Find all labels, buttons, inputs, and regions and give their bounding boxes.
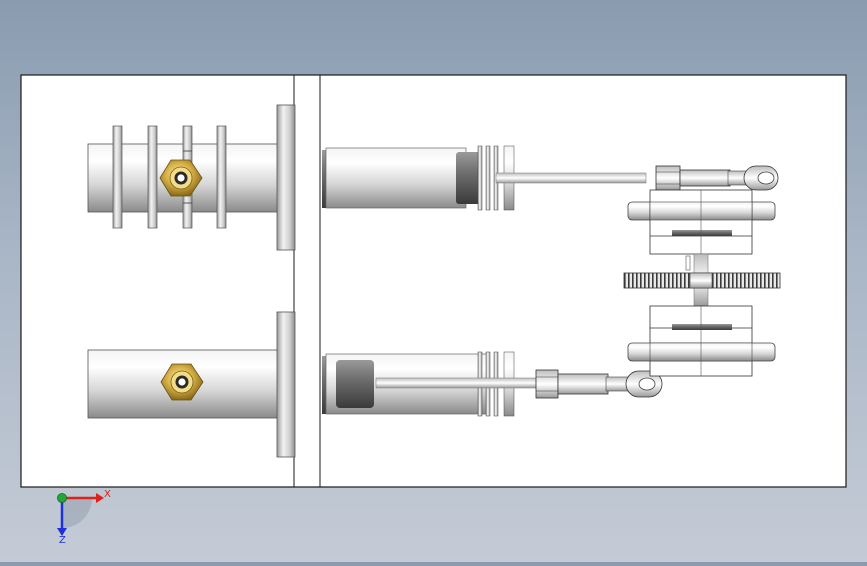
- upper-rod-end-eye-icon: [743, 165, 779, 191]
- lower-actuator[interactable]: [322, 351, 663, 417]
- upper-actuator-end-cap: [322, 150, 328, 208]
- lower-cylinder-flange: [276, 311, 296, 458]
- lower-actuator-piston: [336, 360, 374, 408]
- lower-piston-rod: [375, 377, 537, 389]
- lower-plain-cylinder[interactable]: [87, 311, 296, 458]
- spur-gear-icon: [623, 272, 781, 289]
- upper-piston-rod: [495, 172, 647, 184]
- cooling-fin-4: [216, 125, 227, 229]
- lower-rod-coupling: [535, 369, 629, 399]
- cooling-fin-1: [112, 125, 123, 229]
- axis-label-x: X: [104, 489, 111, 500]
- upper-rod-coupling: [655, 165, 747, 191]
- upper-actuator[interactable]: [322, 145, 779, 211]
- upper-brass-fitting-icon: [159, 159, 203, 197]
- cooling-fin-2: [147, 125, 158, 229]
- lower-brass-fitting-icon: [160, 363, 204, 401]
- lower-rod-end-eye-icon: [625, 370, 663, 398]
- upper-actuator-piston: [456, 152, 482, 204]
- upper-cylinder-flange: [276, 104, 296, 251]
- gear-bracket-assembly[interactable]: [623, 189, 781, 377]
- axis-label-z: Z: [59, 535, 66, 546]
- coordinate-triad: X Z: [57, 489, 111, 546]
- upper-actuator-barrel: [325, 147, 467, 209]
- lower-actuator-end-cap: [322, 356, 328, 414]
- upper-finned-cylinder[interactable]: [87, 104, 296, 251]
